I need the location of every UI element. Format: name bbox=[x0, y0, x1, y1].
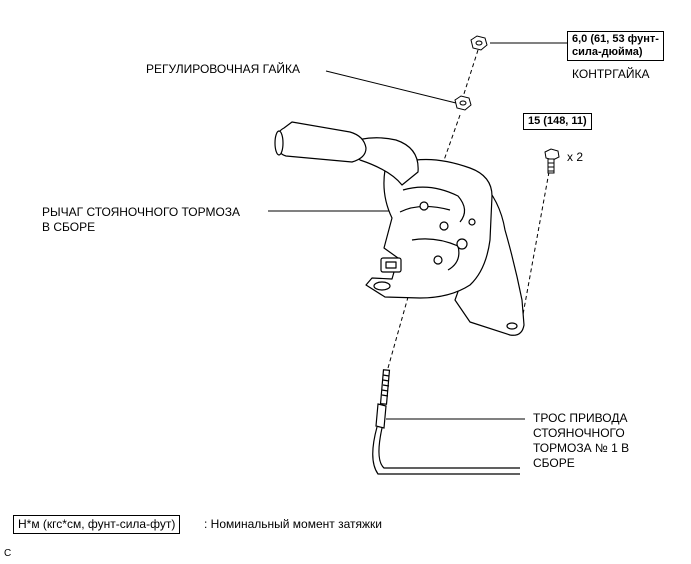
bolt-quantity-label: x 2 bbox=[567, 150, 584, 164]
adjusting-nut-label: РЕГУЛИРОВОЧНАЯ ГАЙКА bbox=[146, 62, 300, 76]
axis-lever-cable bbox=[387, 289, 411, 369]
torque-legend-box: Н*м (кгс*см, фунт-сила-фут) bbox=[13, 515, 181, 534]
parking-brake-lever-drawing bbox=[274, 121, 525, 336]
axis-nut bbox=[461, 49, 479, 101]
lever-assembly-label: РЫЧАГ СТОЯНОЧНОГО ТОРМОЗА В СБОРЕ bbox=[42, 205, 241, 234]
lock-nut-label: КОНТРГАЙКА bbox=[572, 67, 650, 81]
adjusting-nut-icon bbox=[454, 95, 472, 111]
torque-legend-description: : Номинальный момент затяжки bbox=[204, 517, 382, 531]
lock-nut-torque-box: 6,0 (61, 53 фунт- сила-дюйма) bbox=[567, 31, 664, 61]
leader-adjusting-nut bbox=[325, 70, 457, 104]
axis-bolt bbox=[521, 171, 550, 321]
brake-cable-drawing bbox=[372, 369, 520, 475]
cable-assembly-label: ТРОС ПРИВОДА СТОЯНОЧНОГО ТОРМОЗА № 1 В С… bbox=[533, 411, 630, 470]
bolt-icon bbox=[544, 148, 560, 174]
lock-nut-icon bbox=[470, 35, 488, 51]
bolt-torque-box: 15 (148, 11) bbox=[523, 113, 592, 130]
figure-code: C bbox=[4, 548, 12, 559]
